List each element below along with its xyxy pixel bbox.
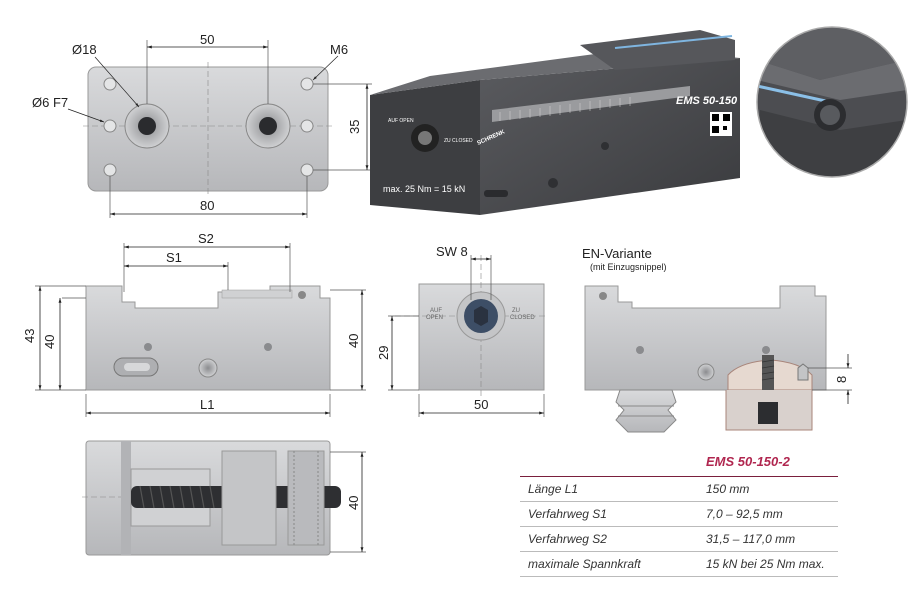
photo-side-face: [480, 58, 740, 215]
dim-label-40-right: 40: [346, 334, 361, 348]
photo-torque-label: max. 25 Nm = 15 kN: [383, 184, 465, 194]
dim-label-dia18: Ø18: [72, 42, 97, 57]
spec-label: maximale Spannkraft: [528, 557, 641, 571]
spec-table-title: EMS 50-150-2: [706, 454, 790, 469]
dim-label-dia6: Ø6 F7: [32, 95, 68, 110]
front-auf-label: AUF: [430, 308, 442, 314]
front-closed-label: CLOSED: [510, 315, 535, 321]
socket-cap: [758, 402, 778, 424]
spec-table: EMS 50-150-2 Länge L1 150 mm Verfahrweg …: [520, 450, 838, 577]
product-photo: EMS 50-150 AUF OPEN ZU CLOSED SCHRENK ma…: [370, 30, 740, 215]
dim-label-43: 43: [22, 329, 37, 343]
table-row: Verfahrweg S2 31,5 – 117,0 mm: [520, 527, 838, 552]
front-open-label: OPEN: [426, 315, 443, 321]
photo-open-label: AUF OPEN: [388, 118, 414, 124]
dim-label-8: 8: [834, 376, 849, 383]
top-view: 50 80 35 Ø18 M6 Ø6 F7: [32, 32, 372, 218]
dim-label-35: 35: [347, 120, 362, 134]
top-hole: [300, 77, 314, 91]
dim-label-sw8: SW 8: [436, 244, 468, 259]
dim-label-l1: L1: [200, 397, 214, 412]
dim-label-s1: S1: [166, 250, 182, 265]
table-row: Länge L1 150 mm: [520, 477, 838, 502]
top-hole: [103, 119, 117, 133]
spec-label: Verfahrweg S2: [528, 532, 607, 546]
top-hole: [103, 163, 117, 177]
spec-label: Verfahrweg S1: [528, 507, 607, 521]
dim-label-s2: S2: [198, 231, 214, 246]
table-row: maximale Spannkraft 15 kN bei 25 Nm max.: [520, 552, 838, 577]
photo-closed-label: ZU CLOSED: [444, 138, 473, 144]
spec-value: 7,0 – 92,5 mm: [706, 507, 783, 521]
qr-code-icon: [710, 112, 732, 136]
en-variant-title: EN-Variante: [582, 246, 652, 261]
top-bore-right: [245, 103, 291, 149]
dim-label-50: 50: [200, 32, 214, 47]
table-row: Verfahrweg S1 7,0 – 92,5 mm: [520, 502, 838, 527]
spec-value: 31,5 – 117,0 mm: [706, 532, 796, 546]
top-hole: [300, 163, 314, 177]
pull-stud: [615, 389, 677, 433]
dim-label-m6: M6: [330, 42, 348, 57]
dim-label-50-front: 50: [474, 397, 488, 412]
dim-label-40-left: 40: [42, 335, 57, 349]
dim-label-29: 29: [376, 346, 391, 360]
front-view: AUF OPEN ZU CLOSED SW 8 29 50: [376, 244, 548, 417]
side-view: S2 S1 43 40 40 L1: [22, 231, 366, 417]
front-zu-label: ZU: [512, 308, 520, 314]
dim-label-80: 80: [200, 198, 214, 213]
spec-value: 15 kN bei 25 Nm max.: [706, 557, 825, 571]
top-hole: [103, 77, 117, 91]
bottom-jaw: [221, 450, 277, 546]
en-variant-view: EN-Variante (mit Einzugsnippel) 8: [582, 246, 852, 433]
spec-table-header: EMS 50-150-2: [520, 450, 838, 477]
top-bore-left: [124, 103, 170, 149]
detail-zoom: [756, 26, 908, 178]
en-variant-subtitle: (mit Einzugsnippel): [590, 262, 667, 272]
top-hole: [300, 119, 314, 133]
dim-label-40-bottom: 40: [346, 496, 361, 510]
bottom-view: 40: [82, 440, 366, 556]
spec-label: Länge L1: [528, 482, 579, 496]
photo-model-label: EMS 50-150: [676, 95, 738, 107]
spec-value: 150 mm: [706, 482, 750, 496]
